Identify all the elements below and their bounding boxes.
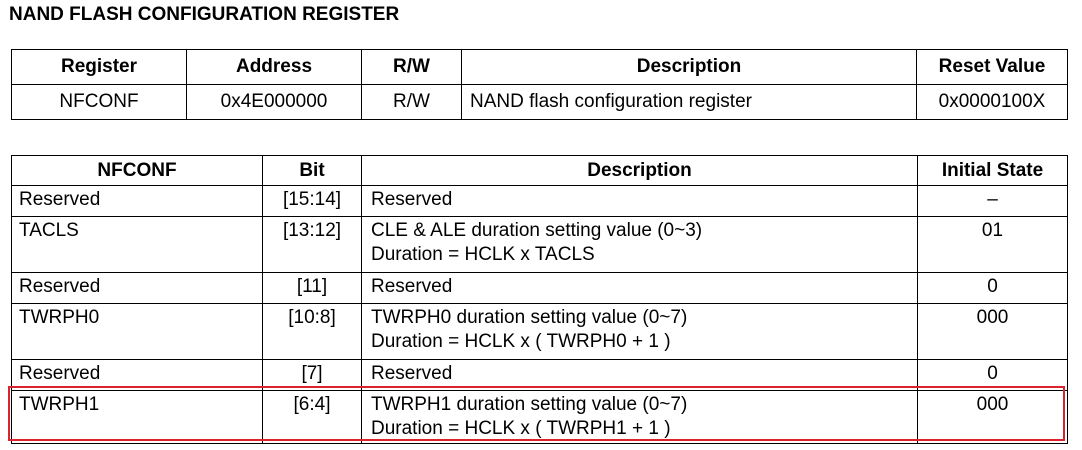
header-bit-description: Description <box>361 155 918 186</box>
cell-reset-value: 0x0000100X <box>916 84 1068 120</box>
field-name: TWRPH1 <box>11 390 263 444</box>
field-bit: [10:8] <box>262 303 362 360</box>
description-line: Reserved <box>371 363 453 384</box>
table-row: Reserved [11] Reserved 0 <box>11 272 1068 304</box>
header-bit: Bit <box>262 155 362 186</box>
bit-table-header: NFCONF Bit Description Initial State <box>11 155 1068 186</box>
header-address: Address <box>186 49 362 85</box>
cell-address: 0x4E000000 <box>186 84 362 120</box>
table-row: Reserved [15:14] Reserved – <box>11 185 1068 217</box>
table-row: NFCONF 0x4E000000 R/W NAND flash configu… <box>11 84 1068 120</box>
description-line: Duration = HCLK x ( TWRPH1 + 1 ) <box>371 418 671 439</box>
header-initial-state: Initial State <box>917 155 1068 186</box>
header-rw: R/W <box>361 49 462 85</box>
field-name: Reserved <box>11 359 263 391</box>
description-line: CLE & ALE duration setting value (0~3) <box>371 220 703 241</box>
description-line: Reserved <box>371 189 453 210</box>
field-bit: [6:4] <box>262 390 362 444</box>
field-description: TWRPH1 duration setting value (0~7) Dura… <box>361 390 918 444</box>
field-bit: [15:14] <box>262 185 362 217</box>
field-initial-state: 0 <box>917 272 1068 304</box>
description-line: Duration = HCLK x TACLS <box>371 244 595 265</box>
table-row: TWRPH1 [6:4] TWRPH1 duration setting val… <box>11 390 1068 444</box>
description-line: TWRPH0 duration setting value (0~7) <box>371 307 688 328</box>
field-name: Reserved <box>11 185 263 217</box>
field-initial-state: 01 <box>917 216 1068 273</box>
field-initial-state: – <box>917 185 1068 217</box>
field-name: TWRPH0 <box>11 303 263 360</box>
field-bit: [7] <box>262 359 362 391</box>
field-bit: [13:12] <box>262 216 362 273</box>
field-initial-state: 000 <box>917 390 1068 444</box>
field-name: Reserved <box>11 272 263 304</box>
register-summary-table: Register Address R/W Description Reset V… <box>11 49 1068 120</box>
header-reset-value: Reset Value <box>916 49 1068 85</box>
register-table-header: Register Address R/W Description Reset V… <box>11 49 1068 85</box>
description-line: Reserved <box>371 276 453 297</box>
page-title: NAND FLASH CONFIGURATION REGISTER <box>9 4 400 25</box>
header-description: Description <box>461 49 917 85</box>
field-description: Reserved <box>361 272 918 304</box>
field-description: TWRPH0 duration setting value (0~7) Dura… <box>361 303 918 360</box>
table-row: TACLS [13:12] CLE & ALE duration setting… <box>11 216 1068 273</box>
field-description: CLE & ALE duration setting value (0~3) D… <box>361 216 918 273</box>
field-initial-state: 000 <box>917 303 1068 360</box>
bit-field-table: NFCONF Bit Description Initial State Res… <box>11 155 1068 444</box>
header-register: Register <box>11 49 187 85</box>
table-row: TWRPH0 [10:8] TWRPH0 duration setting va… <box>11 303 1068 360</box>
field-description: Reserved <box>361 359 918 391</box>
header-nfconf: NFCONF <box>11 155 263 186</box>
field-initial-state: 0 <box>917 359 1068 391</box>
description-line: Duration = HCLK x ( TWRPH0 + 1 ) <box>371 331 671 352</box>
table-row: Reserved [7] Reserved 0 <box>11 359 1068 391</box>
cell-description: NAND flash configuration register <box>461 84 917 120</box>
description-line: TWRPH1 duration setting value (0~7) <box>371 394 688 415</box>
field-bit: [11] <box>262 272 362 304</box>
field-description: Reserved <box>361 185 918 217</box>
field-name: TACLS <box>11 216 263 273</box>
cell-register: NFCONF <box>11 84 187 120</box>
cell-rw: R/W <box>361 84 462 120</box>
